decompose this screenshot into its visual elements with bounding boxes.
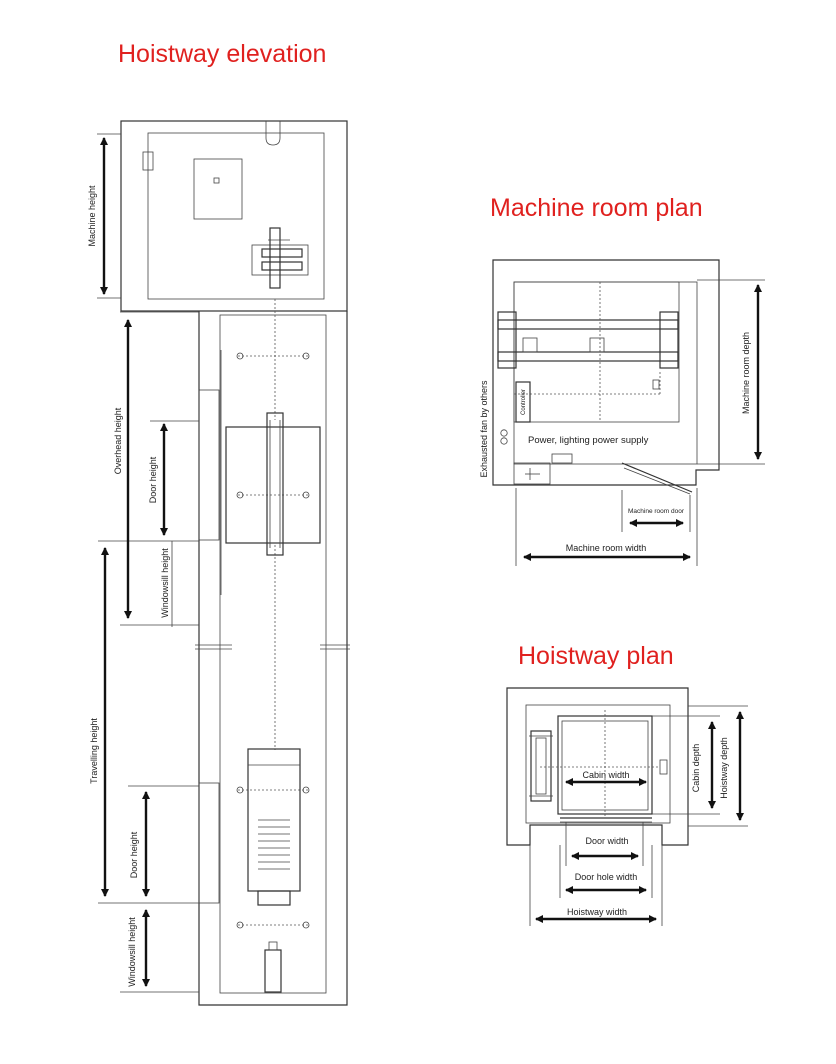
label-door-hole-width: Door hole width xyxy=(575,872,638,882)
label-controller: Controller xyxy=(521,389,527,415)
machine-room-outline xyxy=(120,120,348,312)
title-hoistway-plan: Hoistway plan xyxy=(518,642,674,670)
buffer xyxy=(264,949,282,993)
control-cabinet xyxy=(193,158,243,220)
label-overhead-height: Overhead height xyxy=(113,407,123,474)
label-hoistway-depth: Hoistway depth xyxy=(719,737,729,799)
label-exhausted-fan: Exhausted fan by others xyxy=(479,380,489,478)
controller-cabinet xyxy=(515,381,531,423)
label-windowsill-height: Windowsill height xyxy=(160,548,170,618)
title-machine-room-plan: Machine room plan xyxy=(490,194,703,222)
label-power-supply: Power, lighting power supply xyxy=(528,435,649,446)
counterweight xyxy=(247,748,301,906)
label-door-width: Door width xyxy=(585,836,628,846)
label-hoistway-width: Hoistway width xyxy=(567,907,627,917)
label-machine-room-depth: Machine room depth xyxy=(741,332,751,414)
elevator-car xyxy=(225,426,321,544)
hoistway-elevation: Machine height Overhead height Door heig… xyxy=(87,120,350,1006)
plan-counterweight xyxy=(530,730,552,802)
label-travelling-height: Travelling height xyxy=(89,718,99,784)
label-door-height: Door height xyxy=(148,456,158,503)
traction-machine xyxy=(251,227,309,289)
hoistway-shaft xyxy=(198,311,348,1006)
label-machine-height: Machine height xyxy=(87,185,97,247)
label-door-height-lower: Door height xyxy=(129,831,139,878)
label-cabin-width: Cabin width xyxy=(582,770,629,780)
machine-room-door-leaf xyxy=(621,462,693,493)
hoistway-plan-outline xyxy=(506,687,689,846)
fan-symbol xyxy=(500,429,508,437)
machine-room-outline xyxy=(492,259,720,486)
label-windowsill-height-lower: Windowsill height xyxy=(127,917,137,987)
hoistway-plan: Cabin width Cabin depth Hoistway depth D… xyxy=(506,687,748,926)
rail-brackets xyxy=(236,352,310,929)
lifting-hook xyxy=(265,121,281,146)
label-machine-room-door: Machine room door xyxy=(628,508,685,515)
label-machine-room-width: Machine room width xyxy=(566,543,647,553)
title-hoistway-elevation: Hoistway elevation xyxy=(118,40,327,68)
label-cabin-depth: Cabin depth xyxy=(691,744,701,793)
machine-room-plan: Controller Power, lighting power supply … xyxy=(479,259,765,566)
